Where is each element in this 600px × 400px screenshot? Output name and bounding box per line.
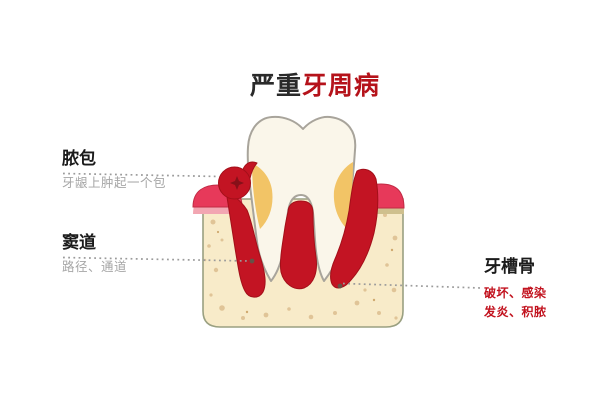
marker-dot-bone: [337, 283, 343, 289]
page-title: 严重牙周病: [30, 66, 600, 102]
callout-abscess-desc: 牙龈上肿起一个包: [62, 176, 167, 190]
callout-abscess-title: 脓包: [62, 149, 96, 168]
callout-alveolar-bone-title: 牙槽骨: [484, 257, 535, 276]
callout-abscess: 脓包 牙龈上肿起一个包: [62, 149, 166, 191]
title-prefix: 严重: [249, 72, 302, 100]
infection-center: [280, 200, 317, 290]
bone-speckles: [203, 203, 401, 320]
callout-sinus-tract-title: 窦道: [62, 233, 96, 252]
title-highlight: 牙周病: [302, 72, 381, 100]
callout-sinus-tract-desc: 路径、通道: [62, 260, 128, 274]
marker-dot-sinus: [249, 258, 255, 264]
tartar-deposit-left: [252, 163, 273, 229]
infection-channel-left: [226, 190, 266, 298]
leader-line-alveolar-bone: [342, 282, 482, 289]
callout-alveolar-bone-desc-line2: 发炎、积脓: [484, 305, 547, 319]
leader-line-abscess: [62, 172, 220, 178]
callout-sinus-tract: 窦道 路径、通道: [62, 233, 127, 275]
callout-alveolar-bone: 牙槽骨 破坏、感染 发炎、积脓: [484, 257, 547, 320]
tartar-deposit-right: [333, 162, 353, 228]
abscess-sparkle-mark: [230, 176, 244, 190]
callout-alveolar-bone-desc-line1: 破坏、感染: [484, 286, 547, 300]
